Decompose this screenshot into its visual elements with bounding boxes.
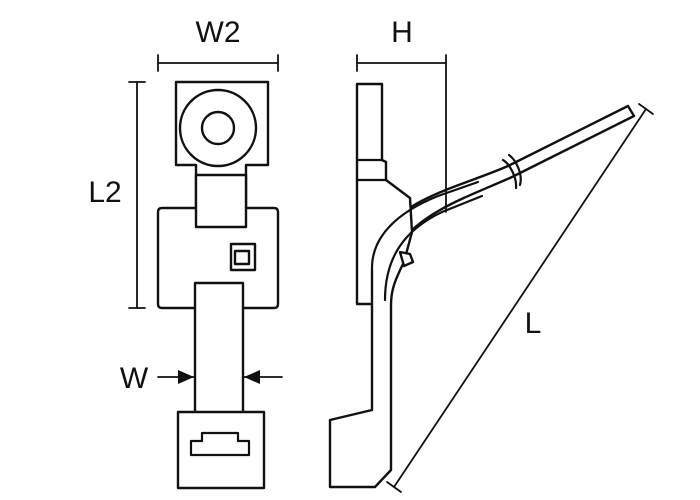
pawl-inner bbox=[233, 249, 251, 266]
tie-head bbox=[156, 206, 280, 310]
dimension-l: L bbox=[386, 103, 654, 493]
front-view bbox=[156, 80, 280, 490]
dimension-w: W bbox=[120, 362, 283, 395]
tail-slot bbox=[189, 431, 251, 457]
side-channel bbox=[370, 180, 480, 306]
label-h: H bbox=[391, 16, 413, 49]
label-w2: W2 bbox=[196, 16, 241, 49]
dimension-w2: W2 bbox=[157, 16, 279, 72]
side-strap bbox=[381, 104, 636, 246]
side-channel-inner bbox=[383, 194, 484, 302]
screw-hole-inner bbox=[200, 110, 236, 146]
side-view bbox=[328, 82, 636, 489]
label-l2: L2 bbox=[88, 176, 121, 209]
plate-neck bbox=[194, 173, 248, 229]
dimension-l2: L2 bbox=[88, 81, 146, 309]
side-pawl bbox=[398, 250, 415, 268]
strap bbox=[193, 281, 245, 421]
dimension-h: H bbox=[356, 16, 447, 213]
label-w: W bbox=[120, 362, 149, 395]
strap-tail bbox=[176, 410, 266, 490]
label-l: L bbox=[525, 307, 542, 340]
strap-clip bbox=[501, 153, 522, 190]
